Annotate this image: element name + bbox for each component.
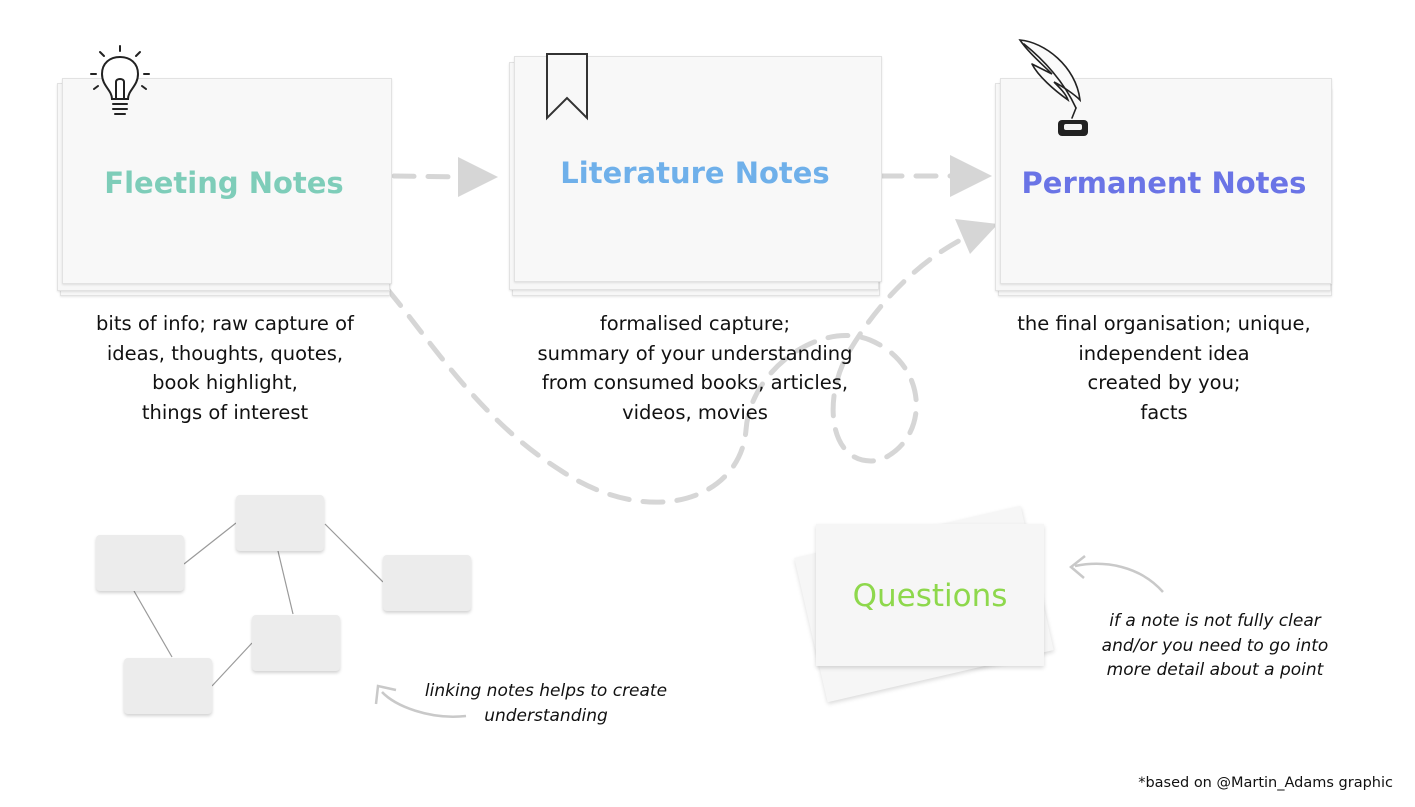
lightbulb-icon bbox=[90, 45, 150, 115]
linked-note-card bbox=[96, 535, 184, 591]
arrow-to-questions bbox=[1074, 562, 1164, 593]
arrow-curve-fleeting-to-permanent bbox=[385, 233, 971, 505]
permanent-notes-card: Permanent Notes bbox=[994, 78, 1334, 296]
questions-title: Questions bbox=[852, 578, 1008, 614]
fleeting-notes-description: bits of info; raw capture of ideas, thou… bbox=[96, 312, 354, 424]
linked-note-card bbox=[236, 495, 324, 551]
questions-note-caption: if a note is not fully clear and/or you … bbox=[1101, 611, 1329, 680]
linked-note-card bbox=[383, 555, 471, 611]
linked-note-card bbox=[252, 615, 340, 671]
questions-card: Questions bbox=[816, 524, 1044, 666]
bookmark-icon bbox=[546, 53, 588, 121]
fleeting-notes-card: Fleeting Notes bbox=[56, 78, 392, 296]
linking-note-caption: linking notes helps to create understand… bbox=[424, 681, 668, 726]
arrow-fleeting-to-literature bbox=[391, 173, 465, 180]
literature-notes-description: formalised capture; summary of your unde… bbox=[537, 312, 853, 424]
arrowhead-to-questions bbox=[1069, 555, 1086, 579]
card-sheet bbox=[62, 78, 392, 284]
literature-notes-title: Literature Notes bbox=[560, 156, 830, 190]
quill-inkwell-icon bbox=[1018, 39, 1088, 136]
note-links bbox=[133, 522, 384, 687]
linked-note-card bbox=[124, 658, 212, 714]
arrowhead-literature-to-permanent bbox=[950, 155, 992, 197]
card-sheet bbox=[1000, 78, 1332, 284]
arrowhead-curve-to-permanent bbox=[955, 219, 998, 254]
permanent-notes-title: Permanent Notes bbox=[1021, 166, 1307, 200]
fleeting-notes-title: Fleeting Notes bbox=[104, 166, 344, 200]
arrow-to-linked-notes bbox=[381, 691, 467, 718]
arrowhead-to-linked-notes bbox=[374, 684, 397, 705]
attribution-footer: *based on @Martin_Adams graphic bbox=[1138, 775, 1393, 791]
permanent-notes-description: the final organisation; unique, independ… bbox=[1017, 312, 1311, 424]
arrowhead-fleeting-to-literature bbox=[458, 157, 498, 197]
